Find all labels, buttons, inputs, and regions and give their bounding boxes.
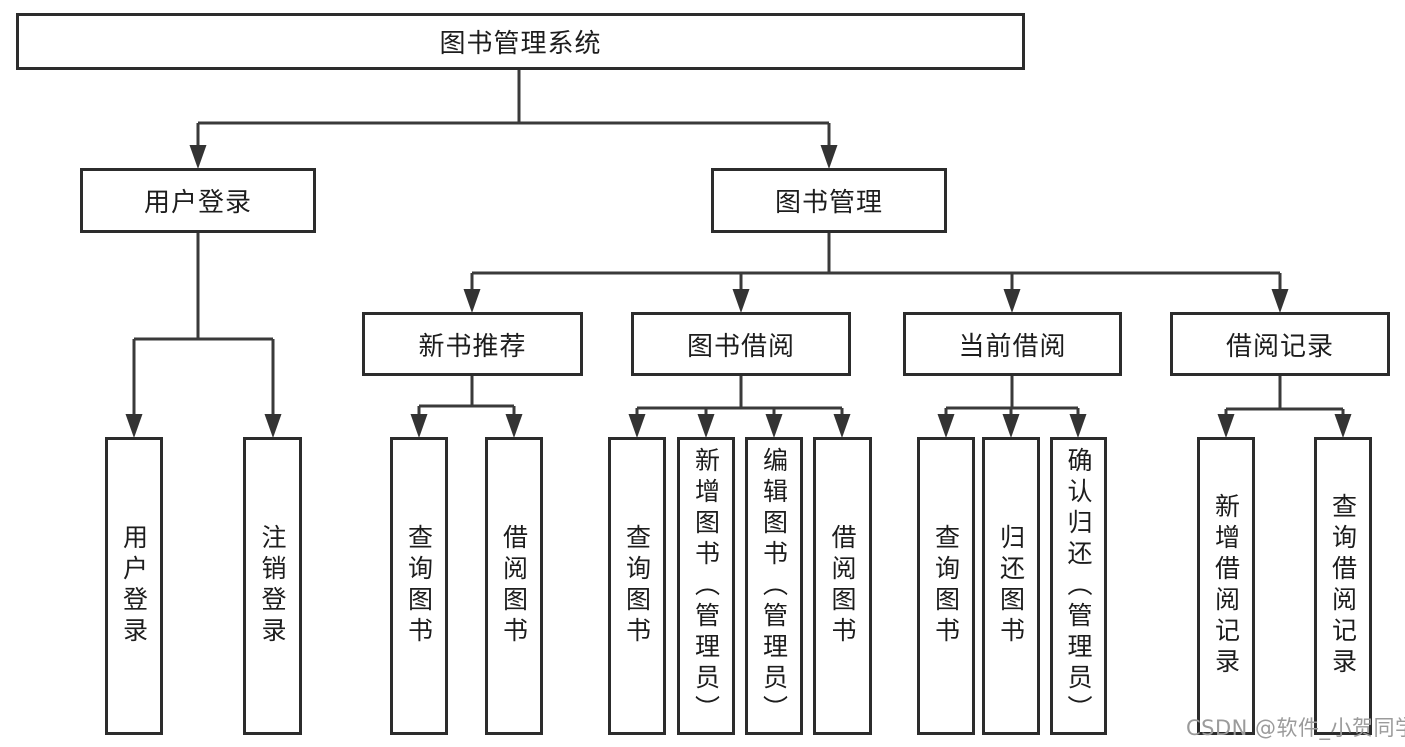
leaf-confirm-return-admin: 确认归还（管理员）: [1050, 437, 1107, 735]
leaf-query-books-recommend: 查询图书: [390, 437, 448, 735]
leaf-add-borrow-record: 新增借阅记录: [1197, 437, 1255, 735]
node-user-login: 用户登录: [80, 168, 316, 233]
leaf-query-books-current: 查询图书: [917, 437, 975, 735]
leaf-query-books-borrowing: 查询图书: [608, 437, 666, 735]
leaf-return-books: 归还图书: [982, 437, 1040, 735]
node-book-borrowing: 图书借阅: [631, 312, 851, 376]
leaf-edit-books-admin: 编辑图书（管理员）: [745, 437, 803, 735]
leaf-borrow-books-recommend: 借阅图书: [485, 437, 543, 735]
node-book-management: 图书管理: [711, 168, 947, 233]
node-new-book-recommend: 新书推荐: [362, 312, 583, 376]
leaf-user-login: 用户登录: [105, 437, 163, 735]
watermark: CSDN @软件_小贺同学: [1186, 716, 1405, 740]
leaf-query-borrow-record: 查询借阅记录: [1314, 437, 1372, 735]
leaf-logout: 注销登录: [243, 437, 302, 735]
node-root-system: 图书管理系统: [16, 13, 1025, 70]
leaf-add-books-admin: 新增图书（管理员）: [677, 437, 735, 735]
node-borrow-records: 借阅记录: [1170, 312, 1390, 376]
leaf-borrow-books: 借阅图书: [813, 437, 872, 735]
node-current-borrowing: 当前借阅: [903, 312, 1122, 376]
